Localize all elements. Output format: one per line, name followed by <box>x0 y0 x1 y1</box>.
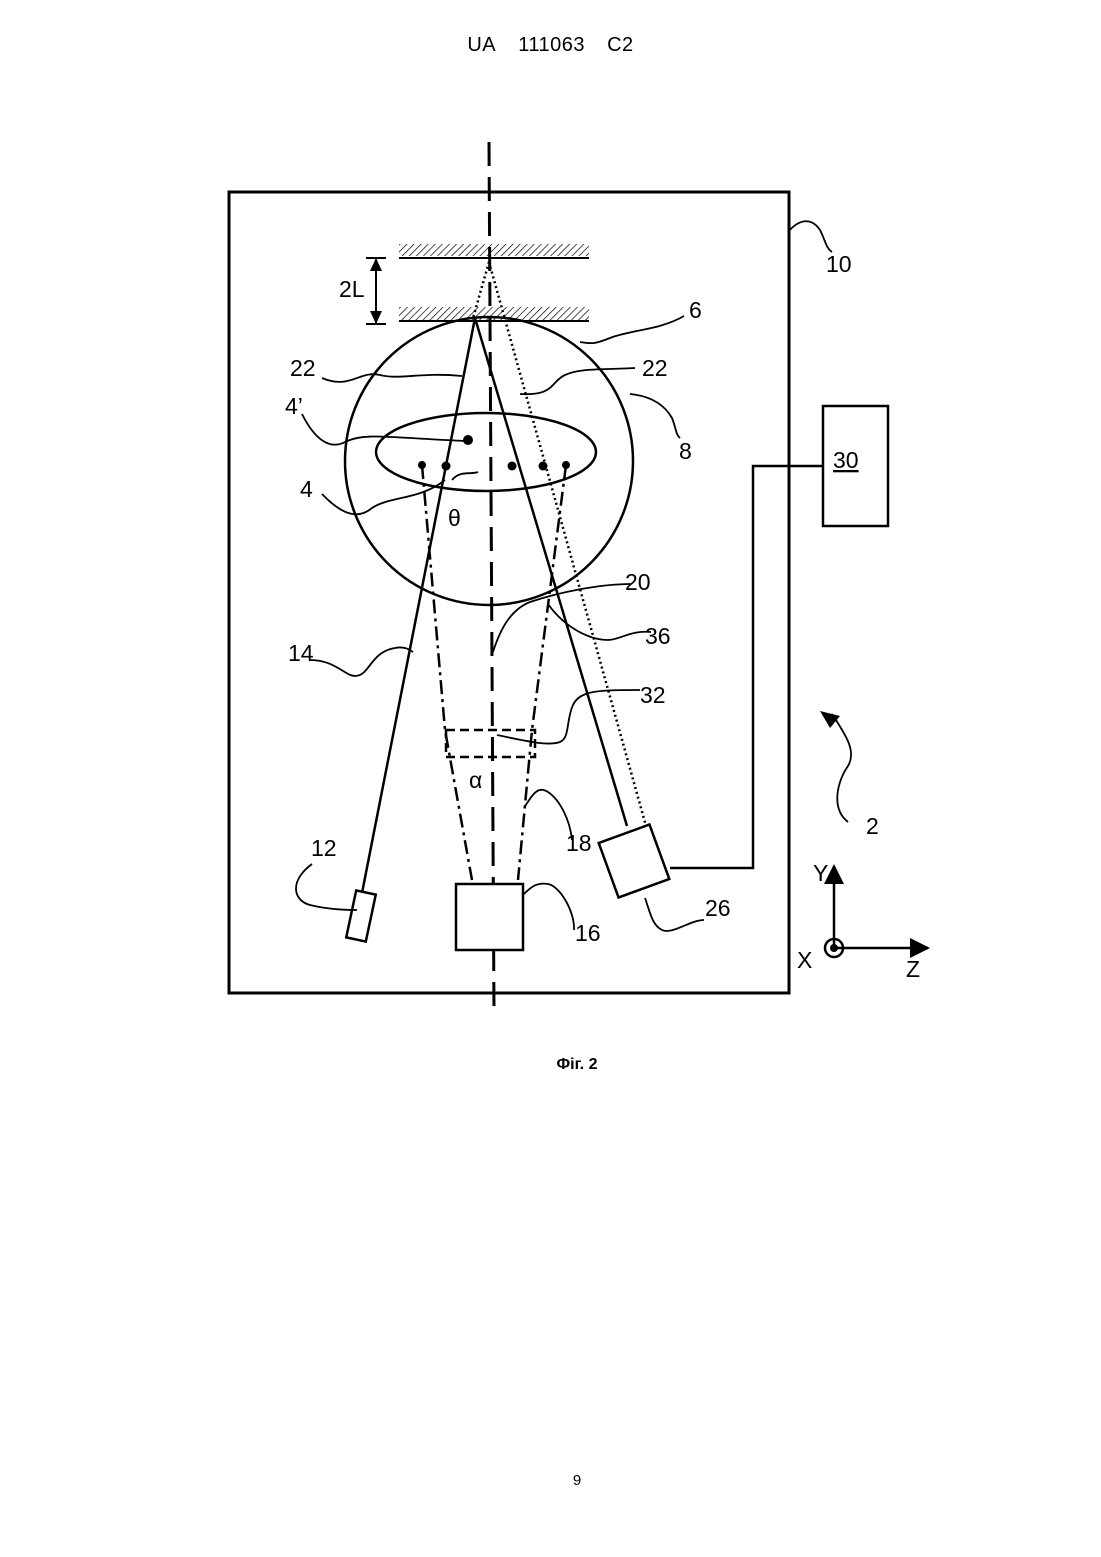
label-26: 26 <box>705 895 731 921</box>
label-22-right: 22 <box>642 355 668 381</box>
label-alpha: α <box>469 767 482 793</box>
label-10: 10 <box>826 251 852 277</box>
label-2: 2 <box>866 813 879 839</box>
label-36: 36 <box>645 623 671 649</box>
axis-label-x: X <box>797 947 812 973</box>
camera-16 <box>456 884 523 950</box>
label-20: 20 <box>625 569 651 595</box>
beam-18-left <box>422 465 472 880</box>
label-18: 18 <box>566 830 592 856</box>
axis-label-z: Z <box>906 956 920 982</box>
beam-36-return <box>489 262 646 826</box>
wire-26-30 <box>670 466 823 868</box>
detector-26 <box>599 825 670 898</box>
source-12 <box>346 890 376 941</box>
label-4: 4 <box>300 476 313 502</box>
gap-dimension-arrow <box>366 258 386 324</box>
label-32: 32 <box>640 682 666 708</box>
label-14: 14 <box>288 640 314 666</box>
arrow-2-head <box>820 711 840 728</box>
label-8: 8 <box>679 438 692 464</box>
plate-bottom <box>399 307 589 321</box>
label-6: 6 <box>689 297 702 323</box>
label-4-prime: 4’ <box>285 393 303 419</box>
label-22-left: 22 <box>290 355 316 381</box>
plate-top <box>399 244 589 258</box>
label-16: 16 <box>575 920 601 946</box>
label-12: 12 <box>311 835 337 861</box>
page-number: 9 <box>0 1472 1101 1489</box>
label-theta: θ <box>448 505 461 531</box>
ellipse-4 <box>376 413 596 491</box>
beam-18-right <box>518 465 566 880</box>
label-2L: 2L <box>339 276 365 302</box>
figure-caption: Фіг. 2 <box>0 1056 1101 1074</box>
label-30: 30 <box>833 447 859 473</box>
lens-32 <box>446 730 535 757</box>
axis-label-y: Y <box>813 860 828 886</box>
coordinate-axes <box>825 866 928 957</box>
